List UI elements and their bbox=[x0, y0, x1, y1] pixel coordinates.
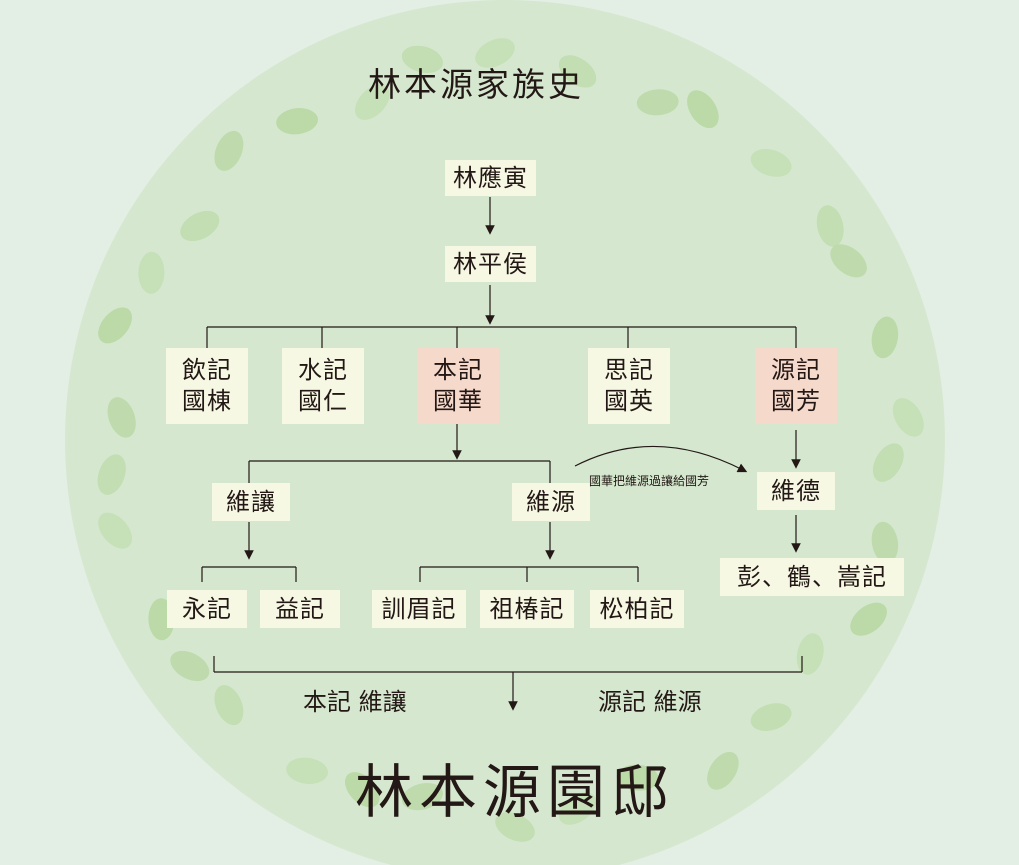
leaf-decoration bbox=[138, 251, 165, 294]
leaf-decorations bbox=[97, 38, 924, 842]
leaf-decoration bbox=[750, 703, 792, 732]
transfer-note: 國華把維源過讓給國芳 bbox=[589, 474, 710, 488]
merge-label-right: 源記 維源 bbox=[598, 688, 702, 716]
leaf-decoration bbox=[401, 782, 443, 811]
node-weide: 維德 bbox=[757, 472, 835, 510]
node-songboji: 松柏記 bbox=[590, 590, 684, 628]
connector-lines bbox=[201, 197, 803, 711]
leaf-decoration bbox=[170, 650, 210, 682]
leaf-decoration bbox=[276, 108, 319, 135]
leaf-decoration bbox=[830, 244, 867, 278]
node-weiyuan: 維源 bbox=[512, 483, 590, 521]
leaf-decoration bbox=[707, 751, 739, 790]
leaf-decoration bbox=[344, 772, 380, 808]
node-weirang: 維讓 bbox=[212, 483, 290, 521]
node-lin-pinghou: 林平侯 bbox=[445, 246, 536, 282]
leaf-decoration bbox=[107, 397, 136, 438]
background-circle bbox=[65, 0, 945, 865]
leaf-decoration bbox=[401, 45, 443, 74]
footer-title: 林本源園邸 bbox=[355, 758, 676, 826]
node-lin-yingyin: 林應寅 bbox=[445, 160, 536, 196]
node-yongji: 永記 bbox=[167, 590, 247, 628]
leaf-decoration bbox=[495, 812, 535, 842]
branch-siji: 思記國英 bbox=[588, 348, 670, 424]
leaf-decoration bbox=[796, 633, 824, 675]
leaf-decoration bbox=[871, 316, 899, 359]
leaf-decoration bbox=[872, 443, 904, 482]
leaf-decoration bbox=[214, 130, 244, 171]
leaf-decoration bbox=[286, 757, 329, 784]
leaf-decoration bbox=[354, 84, 390, 120]
leaf-decoration bbox=[892, 398, 924, 437]
leaf-decoration bbox=[850, 602, 887, 636]
branch-yinji: 飲記國棟 bbox=[166, 348, 248, 424]
branch-shuiji: 水記國仁 bbox=[282, 348, 364, 424]
merge-label-left: 本記 維讓 bbox=[303, 688, 407, 716]
leaf-decoration bbox=[97, 454, 126, 495]
leaf-decoration bbox=[687, 90, 719, 129]
leaf-decoration bbox=[98, 307, 132, 344]
leaf-decoration bbox=[475, 38, 515, 68]
leaf-decoration bbox=[816, 205, 844, 247]
node-xunmeiji: 訓眉記 bbox=[372, 590, 466, 628]
leaf-decoration bbox=[871, 521, 899, 564]
branch-yuanji: 源記國芳 bbox=[755, 348, 837, 424]
leaf-decoration bbox=[616, 764, 659, 791]
page-title: 林本源家族史 bbox=[368, 65, 584, 104]
node-zuchunji: 祖椿記 bbox=[480, 590, 574, 628]
leaf-decoration bbox=[558, 792, 597, 825]
node-peng-he-song: 彭、鶴、嵩記 bbox=[720, 558, 904, 596]
leaf-decoration bbox=[98, 512, 132, 549]
branch-benji: 本記國華 bbox=[417, 348, 499, 424]
node-yiji: 益記 bbox=[260, 590, 340, 628]
leaf-decoration bbox=[214, 685, 244, 726]
leaf-decoration bbox=[558, 55, 597, 88]
leaf-decoration bbox=[180, 210, 220, 242]
leaf-decoration bbox=[750, 148, 792, 177]
leaf-decoration bbox=[636, 89, 679, 116]
